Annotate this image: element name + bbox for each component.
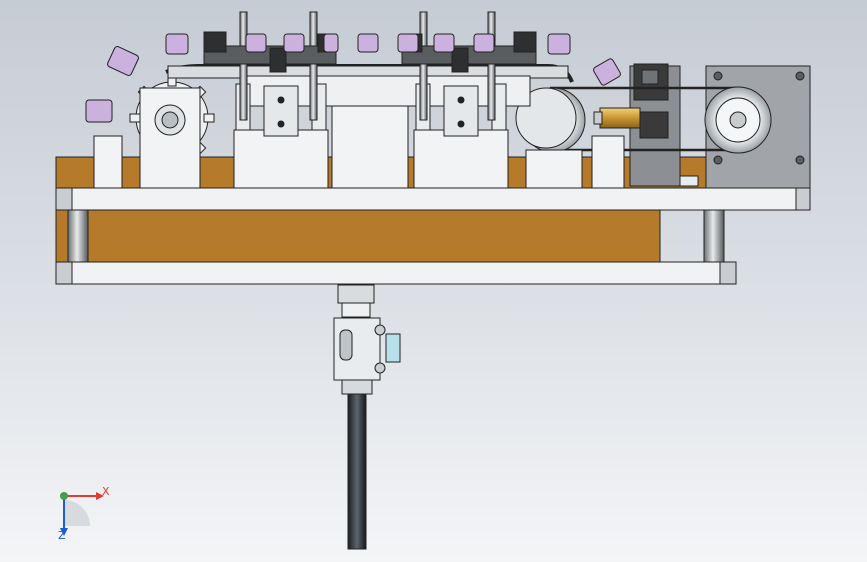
lower-actuator[interactable] bbox=[333, 284, 401, 550]
purple-clamp-row[interactable] bbox=[85, 33, 622, 123]
chain-conveyor[interactable] bbox=[165, 64, 574, 107]
brass-coupling[interactable] bbox=[599, 107, 641, 129]
axis-z-label: Z bbox=[58, 529, 66, 542]
drive-pulley-right[interactable] bbox=[704, 86, 772, 154]
support-block-left[interactable] bbox=[93, 135, 123, 189]
guide-rods[interactable] bbox=[239, 11, 496, 121]
bearing-block-left[interactable] bbox=[139, 87, 201, 189]
axis-x-label: X bbox=[102, 485, 110, 498]
coordinate-triad-icon bbox=[60, 492, 104, 536]
center-block[interactable] bbox=[331, 105, 409, 189]
coordinate-triad: X Z bbox=[44, 480, 114, 542]
right-sprocket[interactable] bbox=[515, 87, 583, 189]
